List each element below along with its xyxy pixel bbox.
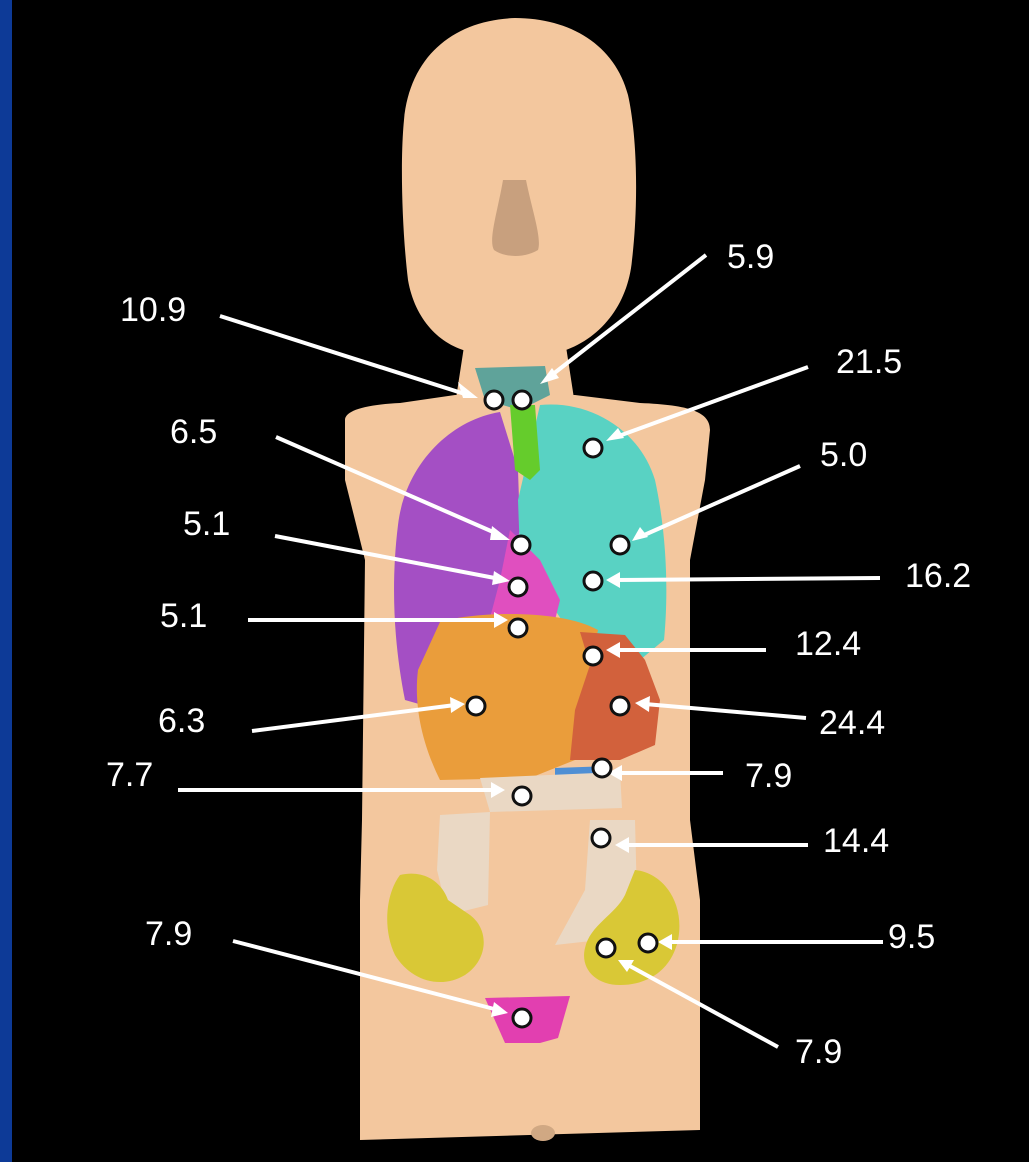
measurement-point <box>584 647 602 665</box>
leader-lung-lower <box>616 578 880 580</box>
label-lung-mid: 5.0 <box>820 436 867 474</box>
measurement-point <box>513 391 531 409</box>
measurement-point <box>467 697 485 715</box>
label-bladder: 7.9 <box>145 915 192 953</box>
measurement-point <box>584 439 602 457</box>
label-stomach-upper: 12.4 <box>795 625 861 663</box>
measurement-point <box>584 572 602 590</box>
measurement-point <box>513 787 531 805</box>
label-thyroid-left: 10.9 <box>120 291 186 329</box>
label-lung-upper: 21.5 <box>836 343 902 381</box>
measurement-point <box>512 536 530 554</box>
measurement-point <box>485 391 503 409</box>
measurement-point <box>509 619 527 637</box>
label-intestine: 14.4 <box>823 822 889 860</box>
label-lung-lower: 16.2 <box>905 557 971 595</box>
label-ovary-right: 9.5 <box>888 918 935 956</box>
label-stomach: 24.4 <box>819 704 885 742</box>
navel <box>531 1125 555 1141</box>
label-thyroid-right: 5.9 <box>727 238 774 276</box>
measurement-point <box>639 934 657 952</box>
measurement-point <box>509 578 527 596</box>
measurement-point <box>597 939 615 957</box>
label-colon: 7.7 <box>106 756 153 794</box>
measurement-point <box>592 829 610 847</box>
label-liver-top: 5.1 <box>160 597 207 635</box>
label-heart-lower: 5.1 <box>183 505 230 543</box>
label-ovary-left: 7.9 <box>795 1033 842 1071</box>
measurement-point <box>593 759 611 777</box>
label-liver: 6.3 <box>158 702 205 740</box>
label-pancreas: 7.9 <box>745 757 792 795</box>
measurement-point <box>611 536 629 554</box>
measurement-point <box>611 697 629 715</box>
leader-lung-upper <box>616 367 808 437</box>
measurement-point <box>513 1009 531 1027</box>
label-heart-upper: 6.5 <box>170 413 217 451</box>
